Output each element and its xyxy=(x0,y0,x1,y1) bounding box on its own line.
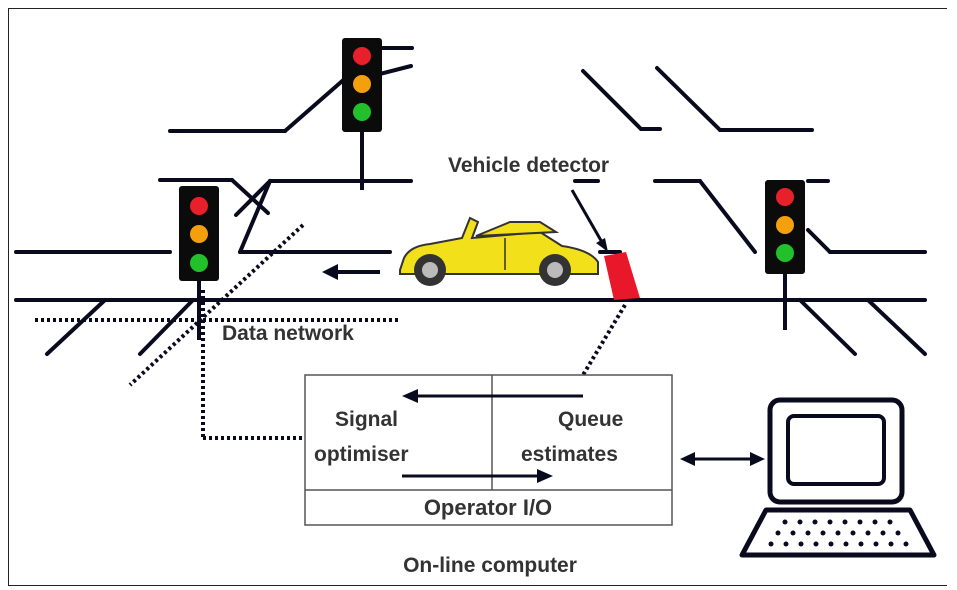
traffic-signal-right xyxy=(765,180,805,330)
operator-io-label: Operator I/O xyxy=(424,495,552,520)
traffic-direction-arrow xyxy=(322,264,380,280)
vehicle-detector-icon xyxy=(570,189,640,300)
traffic-signal-left xyxy=(179,186,219,340)
signal-optimiser-label-line1: Signal xyxy=(335,408,398,431)
computer-terminal-icon xyxy=(739,397,937,558)
traffic-signal-top xyxy=(342,38,382,190)
diagram-frame xyxy=(8,8,947,586)
car-icon xyxy=(399,216,599,286)
signal-optimiser-label-line2: optimiser xyxy=(314,443,409,466)
queue-estimates-label-line2: estimates xyxy=(521,443,618,466)
data-network-label: Data network xyxy=(222,322,354,345)
bidirectional-arrow-icon xyxy=(680,452,765,466)
vehicle-detector-label: Vehicle detector xyxy=(448,154,609,177)
online-computer-label: On-line computer xyxy=(403,554,577,577)
queue-estimates-label-line1: Queue xyxy=(558,408,623,431)
online-computer-box xyxy=(304,374,673,526)
road-network xyxy=(14,46,927,356)
data-network-lines xyxy=(35,223,627,440)
